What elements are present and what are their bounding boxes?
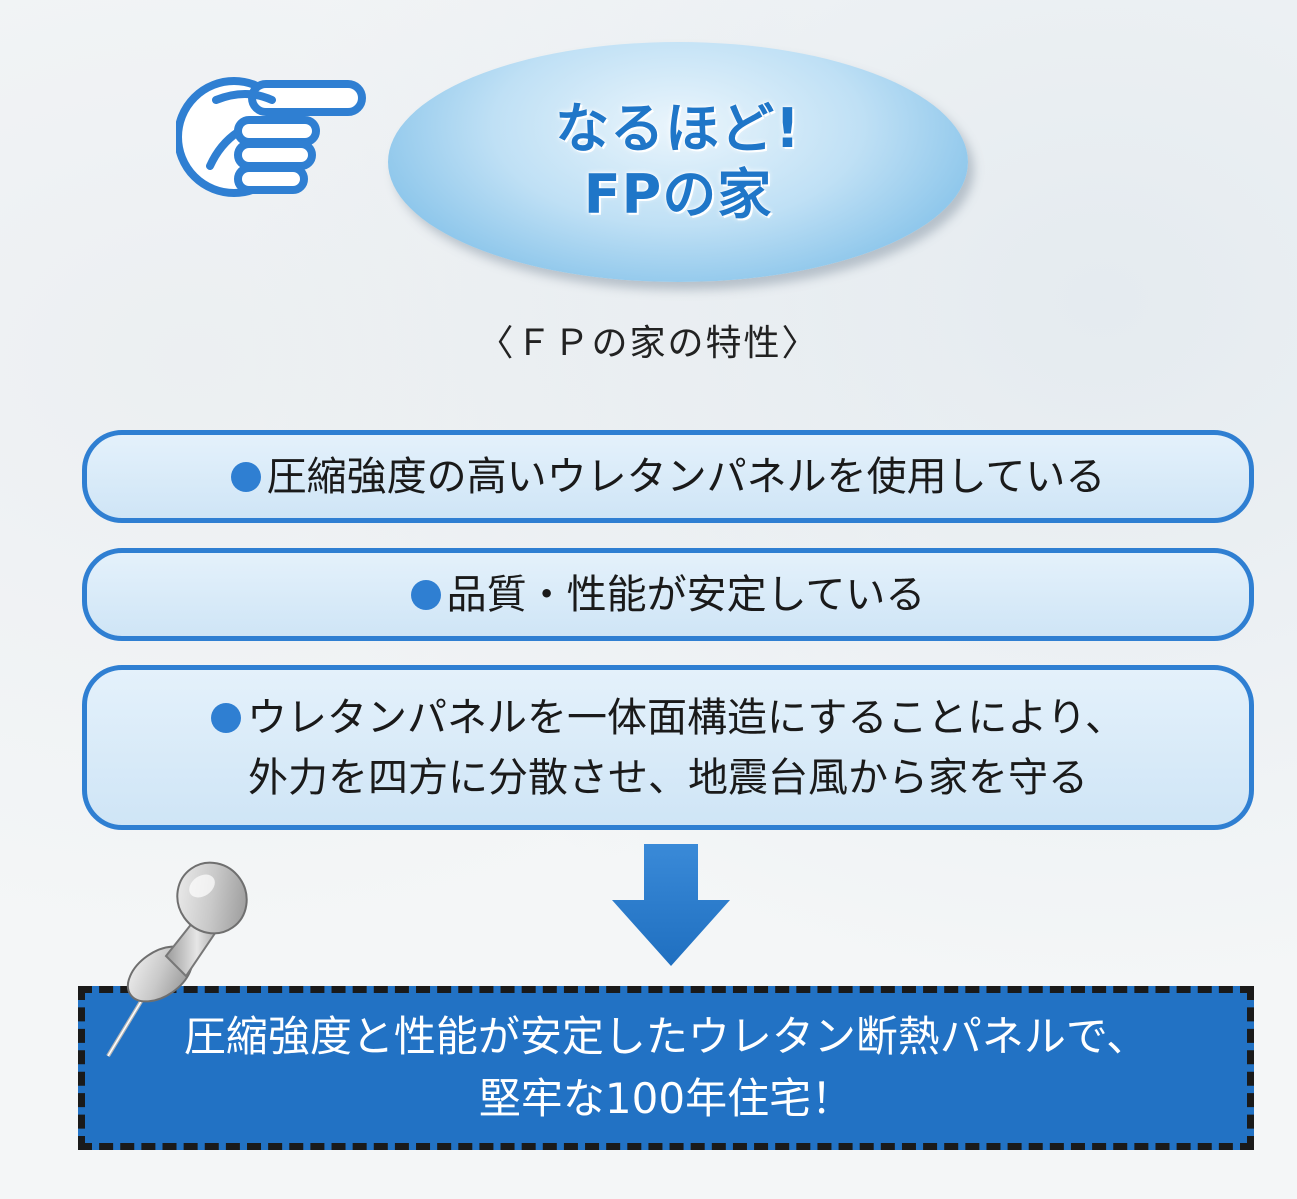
title-badge: なるほど! FPの家 <box>388 42 968 282</box>
arrow-down-icon <box>612 844 730 966</box>
feature-box-2: 品質・性能が安定している <box>82 548 1254 641</box>
pointing-hand-icon <box>176 77 366 197</box>
title-line-2: FPの家 <box>583 163 773 226</box>
conclusion-line-2: 堅牢な100年住宅！ <box>478 1074 854 1123</box>
feature-box-1: 圧縮強度の高いウレタンパネルを使用している <box>82 430 1254 523</box>
bullet-icon <box>211 702 241 733</box>
conclusion-line-1: 圧縮強度と性能が安定したウレタン断熱パネルで、 <box>183 1012 1149 1061</box>
feature-1-line-1: 圧縮強度の高いウレタンパネルを使用している <box>230 447 1105 507</box>
feature-3-line-1: ウレタンパネルを一体面構造にすることにより、 <box>211 688 1125 748</box>
feature-3-line-2: 外力を四方に分散させ、地震台風から家を守る <box>248 754 1088 801</box>
title-line-1: なるほど! <box>555 97 801 160</box>
feature-box-3: ウレタンパネルを一体面構造にすることにより、 外力を四方に分散させ、地震台風から… <box>82 665 1254 830</box>
pushpin-icon <box>106 861 248 1058</box>
feature-2-line-1: 品質・性能が安定している <box>410 565 925 625</box>
bullet-icon <box>410 579 441 610</box>
bullet-icon <box>230 461 261 492</box>
conclusion-box: 圧縮強度と性能が安定したウレタン断熱パネルで、 堅牢な100年住宅！ <box>78 986 1254 1150</box>
section-subtitle: 〈ＦＰの家の特性〉 <box>477 323 820 364</box>
